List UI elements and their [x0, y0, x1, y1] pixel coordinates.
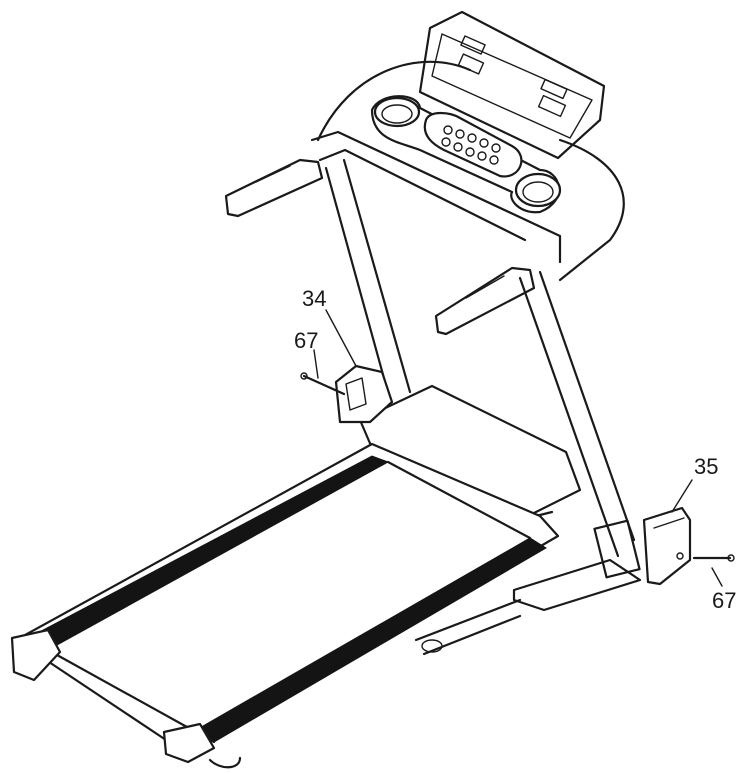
console-housing — [316, 60, 625, 282]
screw-67-right — [692, 554, 735, 562]
callout-35: 35 — [694, 454, 718, 479]
cup-holder-left-icon — [373, 96, 421, 128]
keypad — [423, 111, 523, 178]
uprights — [324, 158, 636, 558]
base-frame — [208, 519, 642, 769]
leader-lines — [313, 309, 723, 587]
callout-67-right: 67 — [712, 588, 736, 613]
part-35-cover — [642, 506, 692, 586]
callout-67-left: 67 — [294, 328, 318, 353]
screw-67-left — [300, 372, 346, 396]
rear-right-end-cap — [162, 722, 216, 764]
rear-left-end-cap — [10, 628, 62, 682]
treadmill-deck — [10, 442, 560, 764]
callout-34: 34 — [302, 286, 326, 311]
left-grip — [224, 158, 324, 218]
handlebar-frame — [224, 130, 562, 336]
keypad-buttons — [441, 125, 501, 165]
right-grip — [434, 266, 536, 336]
